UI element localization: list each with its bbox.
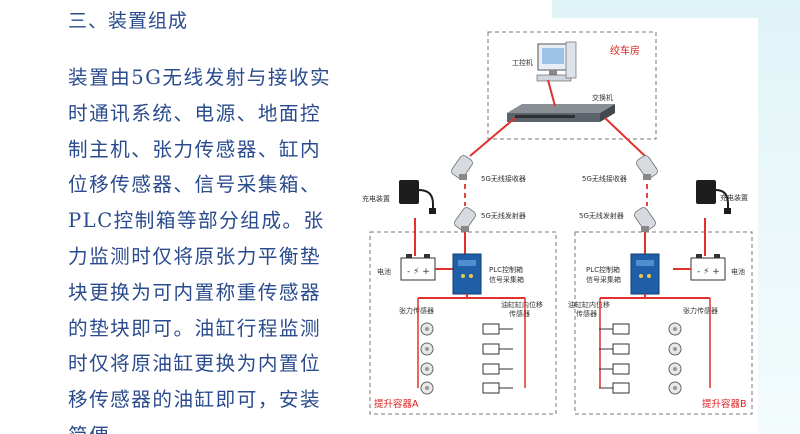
charger-right-label: 充电装置 — [720, 193, 748, 202]
body-paragraph: 装置由5G无线发射与接收实时通讯系统、电源、地面控制主机、张力传感器、缸内位移传… — [68, 66, 332, 434]
winch-room-box — [487, 31, 657, 140]
transmitter-right-label: 5G无线发射器 — [579, 211, 624, 220]
svg-text:- ⚡ +: - ⚡ + — [407, 267, 430, 277]
plc-right-label-1: PLC控制箱 — [586, 265, 620, 274]
charger-right-icon — [696, 180, 731, 214]
container-a-label: 提升容器A — [374, 398, 419, 410]
receiver-left-label: 5G无线接收器 — [481, 174, 526, 183]
transmitter-left-label: 5G无线发射器 — [481, 211, 526, 220]
battery-left-icon: - ⚡ + — [400, 254, 436, 281]
charger-left-icon — [399, 180, 436, 214]
tension-sensor-left-icons — [420, 322, 434, 395]
tension-right-label: 张力传感器 — [683, 306, 718, 315]
cylinder-sensor-right-icons — [599, 323, 630, 394]
plc-left-label-1: PLC控制箱 — [489, 265, 523, 274]
tension-left-label: 张力传感器 — [399, 306, 434, 315]
cyl-right-label-2: 传感器 — [576, 309, 597, 318]
receiver-right-label: 5G无线接收器 — [582, 174, 627, 183]
cylinder-sensor-left-icons — [482, 323, 513, 394]
battery-left-label: 电池 — [377, 267, 391, 276]
receiver-left-icon — [451, 155, 473, 180]
industrial-pc-icon — [536, 41, 577, 82]
container-b-box — [574, 231, 753, 415]
section-heading: 三、装置组成 — [68, 10, 189, 32]
ipc-label: 工控机 — [512, 58, 533, 67]
cyl-left-label-2: 传感器 — [509, 309, 530, 318]
container-b-label: 提升容器B — [702, 398, 747, 410]
transmitter-left-icon — [454, 207, 476, 232]
tension-sensor-right-icons — [668, 322, 682, 395]
cyl-right-label-1: 油缸缸内位移 — [568, 300, 610, 309]
battery-right-label: 电池 — [731, 267, 745, 276]
system-diagram: 绞车房 工控机 交换机 — [355, 18, 758, 434]
switch-icon — [507, 104, 615, 122]
transmitter-right-icon — [634, 207, 656, 232]
plc-box-right-icon — [630, 253, 660, 295]
winch-room-label: 绞车房 — [610, 44, 640, 57]
switch-label: 交换机 — [592, 93, 613, 102]
plc-left-label-2: 信号采集箱 — [489, 275, 524, 284]
receiver-right-icon — [636, 155, 658, 180]
container-a-box — [369, 231, 557, 415]
cyl-left-label-1: 油缸缸内位移 — [501, 300, 543, 309]
battery-right-icon: - ⚡ + — [690, 254, 726, 281]
svg-text:- ⚡ +: - ⚡ + — [697, 267, 720, 277]
plc-box-left-icon — [452, 253, 482, 295]
plc-right-label-2: 信号采集箱 — [586, 275, 621, 284]
charger-left-label: 充电装置 — [362, 194, 390, 203]
